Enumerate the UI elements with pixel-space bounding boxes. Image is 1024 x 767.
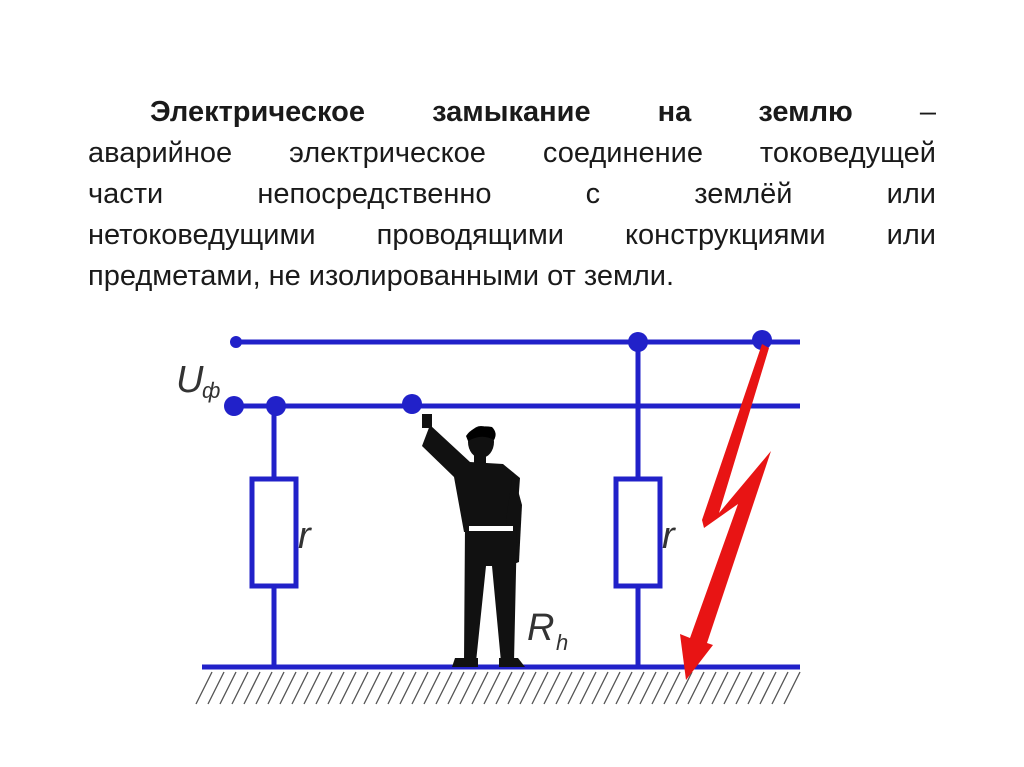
hatch-line [555, 671, 573, 705]
hatch-line [411, 671, 429, 705]
hatch-line [531, 671, 549, 705]
bottom-wire-terminal [224, 396, 244, 416]
hatch-line [591, 671, 609, 705]
term-word: на [657, 96, 692, 128]
hatch-line [579, 671, 597, 705]
definition-word: предметами, [88, 260, 261, 292]
hatch-line [543, 671, 561, 705]
definition-word: с [585, 178, 601, 210]
hatch-line [639, 671, 657, 705]
hatch-line [327, 671, 345, 705]
phase-voltage-label: U [176, 359, 204, 401]
term-word: землю [758, 96, 853, 128]
hatch-line [255, 671, 273, 705]
hatch-line [459, 671, 477, 705]
left-resistor-label: r [298, 515, 312, 557]
right-resistor-label: r [662, 515, 676, 557]
hatch-line [759, 671, 777, 705]
hatch-line [279, 671, 297, 705]
definition-word: токоведущей [759, 137, 936, 169]
body-resistance-subscript: h [556, 630, 568, 655]
hatch-line [627, 671, 645, 705]
definition-word: части [88, 178, 164, 210]
hatch-line [507, 671, 525, 705]
right-branch-node [628, 332, 648, 352]
person-belt [469, 526, 513, 531]
hatch-line [603, 671, 621, 705]
hatch-line [771, 671, 789, 705]
hatch-line [567, 671, 585, 705]
definition-line-3: части непосредственно с землёй или [88, 174, 936, 215]
hatch-line [495, 671, 513, 705]
definition-word: проводящими [376, 219, 564, 251]
hatch-line [447, 671, 465, 705]
hatch-line [363, 671, 381, 705]
definition-line-5: предметами, не изолированными от земли. [88, 256, 936, 297]
term-word: Электрическое [150, 96, 366, 128]
ground-hatching-icon [195, 671, 801, 705]
hatch-line [267, 671, 285, 705]
hatch-line [339, 671, 357, 705]
definition-word: непосредственно [257, 178, 492, 210]
hatch-line [663, 671, 681, 705]
hatch-line [735, 671, 753, 705]
hatch-line [435, 671, 453, 705]
hatch-line [195, 671, 213, 705]
definition-line-2: аварийное электрическое соединение токов… [88, 133, 936, 174]
definition-line-4: нетоковедущими проводящими конструкциями… [88, 215, 936, 256]
definition-word: аварийное [88, 137, 233, 169]
left-insulation-resistor [249, 476, 299, 589]
hatch-line [315, 671, 333, 705]
hatch-line [387, 671, 405, 705]
hatch-line [219, 671, 237, 705]
hatch-line [291, 671, 309, 705]
definition-line-1: Электрическое замыкание на землю – [88, 92, 936, 133]
hatch-line [351, 671, 369, 705]
hatch-line [675, 671, 693, 705]
hatch-line [723, 671, 741, 705]
hatch-line [519, 671, 537, 705]
definition-word: нетоковедущими [88, 219, 316, 251]
top-wire-terminal [230, 336, 242, 348]
hatch-line [711, 671, 729, 705]
hatch-line [651, 671, 669, 705]
term-word: замыкание [432, 96, 591, 128]
hatch-line [615, 671, 633, 705]
hatch-line [687, 671, 705, 705]
definition-word: не [268, 260, 301, 292]
lightning-fault-arrow-icon [680, 344, 771, 680]
left-branch-node [266, 396, 286, 416]
touch-point-node [402, 394, 422, 414]
definition-word: конструкциями [625, 219, 826, 251]
definition-word: электрическое [289, 137, 486, 169]
hatch-line [483, 671, 501, 705]
fault-point-node [752, 330, 772, 350]
hatch-line [471, 671, 489, 705]
hatch-line [423, 671, 441, 705]
hatch-line [783, 671, 801, 705]
hatch-line [375, 671, 393, 705]
right-insulation-resistor [613, 476, 663, 589]
body-resistance-label: R [527, 607, 554, 649]
hatch-line [243, 671, 261, 705]
hatch-line [699, 671, 717, 705]
phase-voltage-subscript: ф [202, 378, 220, 403]
hatch-line [747, 671, 765, 705]
definition-word: соединение [542, 137, 703, 169]
definition-word: от [547, 260, 576, 292]
hatch-line [399, 671, 417, 705]
definition-word: или [886, 178, 936, 210]
definition-word: или [886, 219, 936, 251]
hatch-line [231, 671, 249, 705]
definition-word: земли. [583, 260, 675, 292]
definition-word: – [919, 96, 936, 128]
hatch-line [207, 671, 225, 705]
person-figure-icon [422, 414, 525, 667]
definition-word: землёй [694, 178, 793, 210]
hatch-line [303, 671, 321, 705]
definition-text: Электрическое замыкание на землю – авари… [88, 92, 936, 297]
definition-word: изолированными [308, 260, 540, 292]
